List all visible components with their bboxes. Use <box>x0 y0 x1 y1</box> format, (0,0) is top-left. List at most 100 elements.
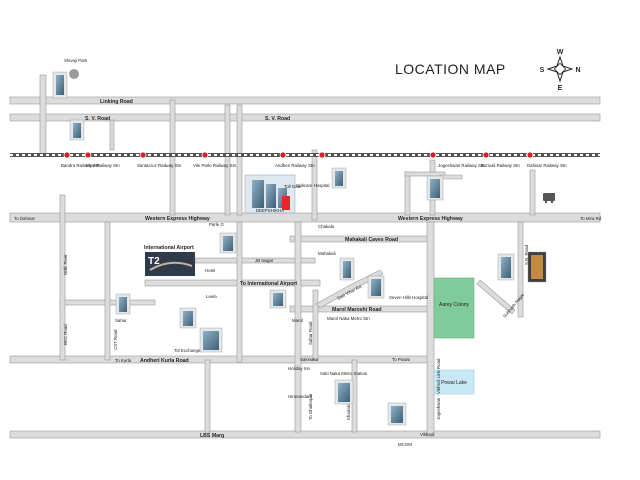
road-subhash <box>476 279 516 315</box>
place-label: Hotel <box>205 268 215 273</box>
road-label-mahakali: Mahakali Caves Road <box>345 237 398 243</box>
road-label-cst: CST Road <box>113 329 118 350</box>
station-label: Dahisar Railway Stn <box>527 163 567 168</box>
road-label-lbs-marg: LBS Marg <box>200 433 224 439</box>
station-bandra <box>63 151 71 159</box>
landmark-image <box>387 402 407 426</box>
road-label-weh-left: Western Express Highway <box>145 216 210 222</box>
landmark-image <box>339 257 355 281</box>
place-label: Holiday Inn <box>288 366 311 371</box>
road-network <box>9 74 601 439</box>
landmark-image <box>199 327 223 353</box>
place-label: Sahar <box>115 318 127 323</box>
road-jvlr <box>426 221 435 437</box>
station-label: Jogeshwari Railway Stn <box>438 163 485 168</box>
landmark-thumbnails <box>52 71 547 426</box>
road-label-vikhroli: Vikhroli <box>420 432 434 437</box>
station-khar <box>84 151 92 159</box>
road-label-sv-left: S. V. Road <box>85 116 110 122</box>
place-label: Marol <box>292 318 303 323</box>
station-label: Santacruz Railway Stn <box>137 163 182 168</box>
road-western-express-highway <box>9 212 601 223</box>
landmark-image <box>269 289 287 309</box>
road-label-weh-right: Western Express Highway <box>398 216 463 222</box>
landmark-image <box>527 251 547 283</box>
train-icon <box>543 193 555 204</box>
road-label-to-ghatkopar: To Ghatkopar <box>308 393 313 420</box>
road-sv <box>9 113 601 122</box>
road-label-jvlr: Jogeshwari - Vikhroli Link Road <box>436 358 441 420</box>
road-label-sahar: Sahar Road <box>308 321 313 345</box>
shivaji-park-marker <box>69 69 79 79</box>
place-label: Hiranandani <box>288 394 312 399</box>
road-label-sakinaka: Sakinaka <box>300 357 319 362</box>
road-lbs-marg <box>9 430 601 439</box>
station-label: Borivali Railway Stn <box>481 163 520 168</box>
place-label: Tol Exchange <box>174 348 201 353</box>
page-title: LOCATION MAP <box>395 61 506 77</box>
compass-north: N <box>575 67 580 74</box>
compass-south: S <box>540 67 545 74</box>
place-label: Parle G <box>209 222 224 227</box>
road-label-marol-maroshi: Marol Maroshi Road <box>332 307 382 313</box>
station-santacruz <box>139 151 147 159</box>
road-label-to-dahisar: To Dahisar <box>14 216 36 221</box>
place-label: Mahakali <box>318 251 336 256</box>
station-jogeshwari <box>318 151 326 159</box>
airport-label: International Airport <box>144 245 194 251</box>
landmark-image <box>331 167 347 189</box>
compass-east: E <box>558 85 563 92</box>
road-label-bkc: BKC Road <box>63 324 68 345</box>
airport-terminal-label: T2 <box>148 256 160 267</box>
station-borivali <box>482 151 490 159</box>
station-markers <box>63 151 534 159</box>
station-dahisar <box>526 151 534 159</box>
place-labels: Criticare Hospital Seven Hills Hospital … <box>115 183 428 399</box>
road-label-to-mira: To Mira Rd <box>580 216 602 221</box>
road-label-andheri-kurla: Andheri Kurla Road <box>140 358 189 364</box>
compass-west: W <box>557 49 564 56</box>
road-label-jb-nagar: JB Nagar <box>255 258 274 263</box>
landmark-image <box>367 275 385 299</box>
road-andheri-kurla <box>9 355 431 364</box>
station-label: Khar Railway Stn <box>86 163 120 168</box>
shivaji-park-label: Shivaji Park <box>64 58 88 63</box>
station-label: Bandra Railway Stn <box>61 163 100 168</box>
landmark-image <box>115 293 131 315</box>
landmark-image <box>497 253 515 281</box>
place-label: Chakala <box>318 224 335 229</box>
station-label: Vile Parle Railway Stn <box>193 163 237 168</box>
landmark-image <box>179 307 197 329</box>
aarey-colony-label: Aarey Colony <box>439 302 470 308</box>
road-label-sb-road: S.B. Road <box>524 244 529 265</box>
station-goregaon <box>429 151 437 159</box>
toll-gate-label: Toll Gate <box>284 184 302 189</box>
place-label: Marol Naka Metro Stn <box>327 316 370 321</box>
place-label: Criticare Hospital <box>296 183 329 188</box>
compass-rose: W E S N <box>540 49 581 92</box>
road-saki-vihar <box>315 269 384 309</box>
landmark-image <box>219 232 237 254</box>
station-label: Andheri Railway Stn <box>275 163 315 168</box>
road-linking <box>9 96 601 105</box>
road-label-sv-right: S. V. Road <box>265 116 290 122</box>
project-name: DEEPSHIKHA <box>256 208 284 213</box>
powai-lake-area <box>433 369 475 395</box>
road-label-mcgm: MCGM <box>398 442 412 447</box>
road-label-to-kurla: To Kurla <box>115 358 132 363</box>
road-label-intl-airport: To International Airport <box>240 281 297 287</box>
powai-lake-label: Powai Lake <box>441 380 467 386</box>
place-label: Saki Naka Metro Station <box>320 371 368 376</box>
road-label-to-powai: To Powai <box>392 357 410 362</box>
road-label-mithi: Mithi River <box>63 254 68 275</box>
place-label: Seven Hills Hospital <box>389 295 428 300</box>
landmark-image <box>426 175 444 201</box>
road-label-khairani: Khairani Road <box>346 392 351 420</box>
station-vileparle <box>201 151 209 159</box>
diagonal-roads <box>315 174 516 315</box>
place-label: Leela <box>206 294 217 299</box>
road-label-linking: Linking Road <box>100 99 133 105</box>
landmark-image <box>52 71 68 99</box>
station-andheri <box>279 151 287 159</box>
